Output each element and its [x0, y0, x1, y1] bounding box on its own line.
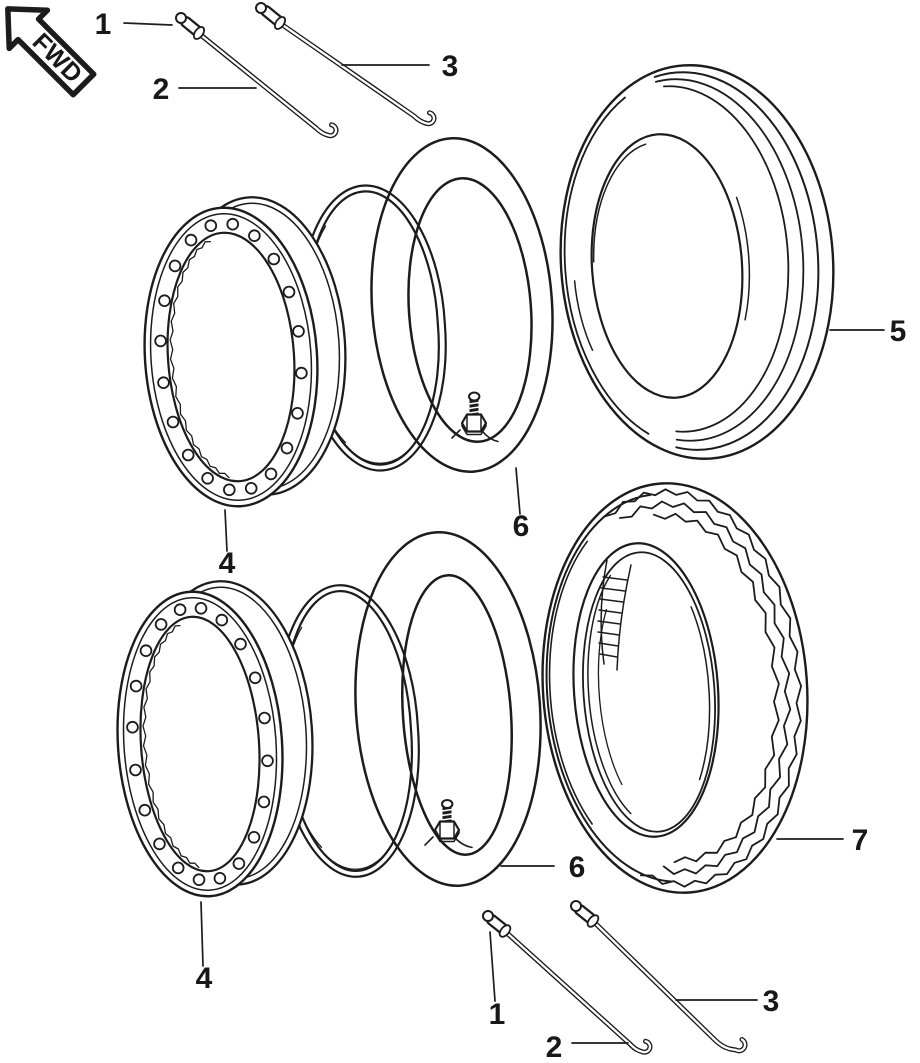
front-tire-bead-opening [590, 133, 744, 399]
spoke-nipple-cap [482, 910, 494, 922]
bottom-spoke-outer [570, 900, 748, 1054]
front-rim-spoke-holes [154, 217, 308, 497]
rear-tire [541, 482, 809, 894]
callout-6-bottom: 6 [569, 851, 586, 884]
spoke-nipple-cap [570, 900, 582, 912]
callout-3-top: 3 [442, 50, 459, 83]
callout-6-top: 6 [513, 510, 530, 543]
front-valve-stem [451, 391, 499, 443]
fwd-arrow-icon [5, 6, 97, 98]
callout-3-bottom: 3 [763, 985, 780, 1018]
bottom-spoke-inner [482, 910, 653, 1055]
callout-labels: 1 2 3 4 5 6 4 6 7 1 2 3 [95, 8, 907, 1063]
rear-tire-tread-ladder [597, 559, 632, 671]
front-rim [143, 196, 347, 508]
callout-2-bottom: 2 [546, 1031, 563, 1063]
fwd-arrow: FWD [5, 6, 97, 98]
rear-rim [116, 580, 314, 898]
callout-2-top: 2 [153, 73, 170, 106]
top-spoke-inner [175, 12, 339, 139]
spoke-nipple-collar [192, 26, 206, 40]
spoke-nipple-collar [498, 924, 512, 938]
spoke-nipple-collar [273, 16, 287, 30]
callout-4-top: 4 [219, 547, 236, 580]
rear-rim-spoke-holes [126, 601, 274, 886]
callout-1-top: 1 [95, 8, 112, 41]
rear-valve-stem [424, 799, 473, 849]
callout-leader-lines [123, 22, 885, 1044]
callout-7: 7 [852, 824, 869, 857]
front-tire [559, 64, 835, 460]
rear-tube [354, 531, 542, 887]
spoke-nipple-collar [586, 914, 600, 928]
callout-1-bottom: 1 [489, 998, 506, 1031]
top-spoke-outer [255, 2, 437, 127]
front-tube [370, 137, 554, 473]
callout-5: 5 [890, 315, 907, 348]
callout-4-bottom: 4 [196, 962, 213, 995]
spoke-nipple-cap [175, 12, 187, 24]
spoke-nipple-cap [255, 2, 267, 14]
rear-tire-bead-opening [572, 542, 720, 838]
